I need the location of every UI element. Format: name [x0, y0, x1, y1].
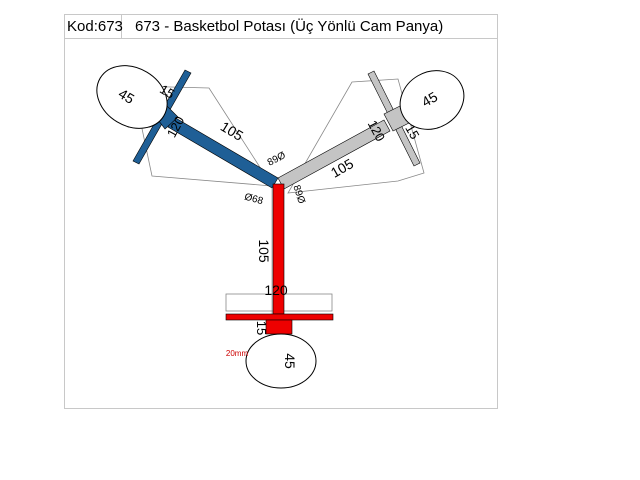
red-circle-label: 45 — [282, 353, 298, 369]
grey-arm-assembly: 45 15 120 105 89Ø — [277, 70, 465, 206]
red-angle-label: Ø68 — [243, 192, 265, 208]
red-arm-length-label: 105 — [256, 239, 272, 263]
blue-plate-label: 15 — [157, 81, 177, 101]
drawing-title: 673 - Basketbol Potası (Üç Yönlü Cam Pan… — [135, 18, 444, 35]
product-code: Kod:673 — [65, 15, 123, 38]
blue-angle-label: 89Ø — [266, 150, 288, 169]
red-note-label: 20mm — [226, 349, 249, 358]
grey-circle-label: 45 — [419, 88, 441, 110]
blue-arm-assembly: 45 15 120 105 89Ø — [96, 65, 288, 189]
red-arm-assembly: 45 15 120 105 Ø68 20mm — [225, 183, 334, 389]
title-block: Kod:673 673 - Basketbol Potası (Üç Yönlü… — [65, 15, 497, 39]
red-bar-label: 120 — [264, 282, 288, 298]
grey-angle-label: 89Ø — [290, 184, 306, 206]
red-arm-glass-circle — [245, 333, 317, 389]
red-arm-crossbar — [225, 313, 334, 321]
red-plate-label: 15 — [254, 321, 269, 335]
grey-arm-glass-circle — [399, 70, 465, 130]
blue-arm-glass-circle — [96, 65, 168, 129]
blue-circle-label: 45 — [116, 85, 138, 107]
grey-plate-label: 15 — [402, 122, 422, 142]
